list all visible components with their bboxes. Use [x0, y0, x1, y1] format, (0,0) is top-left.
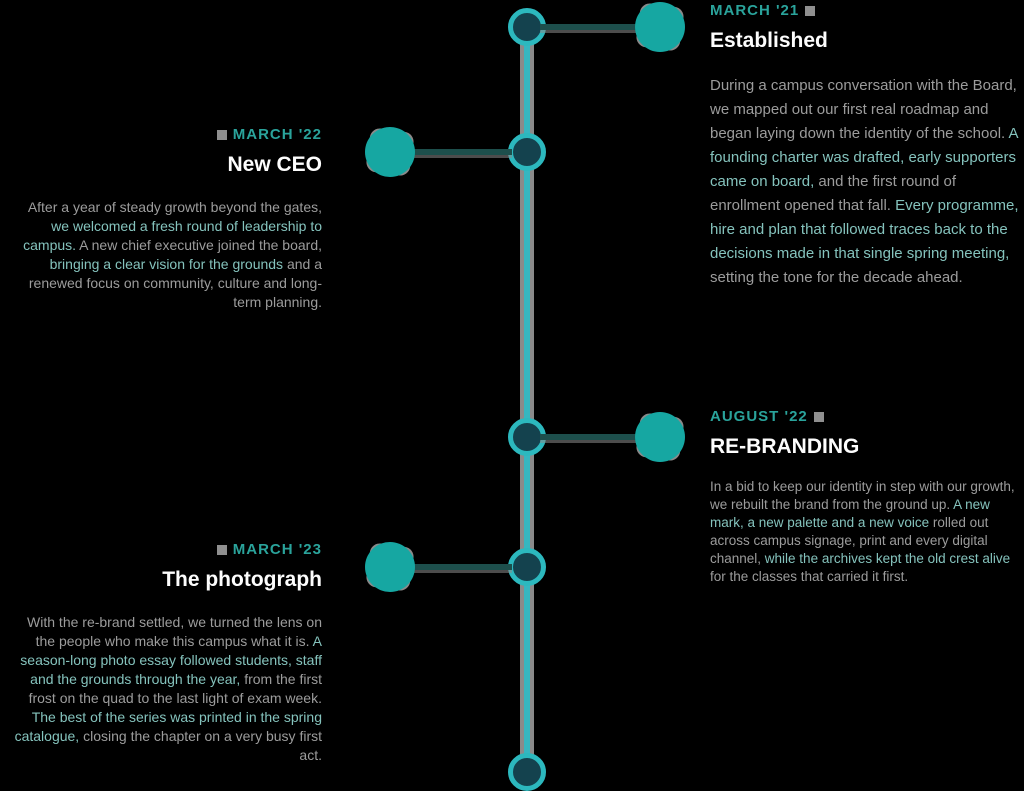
event-body: In a bid to keep our identity in step wi… — [710, 478, 1020, 586]
event-date-text: MARCH '23 — [232, 541, 322, 558]
body-text: With the re-brand settled, we turned the… — [27, 614, 322, 649]
date-decoration-square — [813, 412, 824, 423]
body-text: setting the tone for the decade ahead. — [710, 269, 963, 286]
timeline-node-5 — [508, 753, 546, 791]
connector-line — [412, 564, 512, 570]
body-text: During a campus conversation with the Bo… — [710, 77, 1017, 142]
body-text: from the first frost on the quad to the … — [28, 671, 322, 706]
timeline-event: MARCH '23 The photograph With the re-bra… — [8, 541, 322, 765]
event-body: During a campus conversation with the Bo… — [710, 74, 1020, 290]
event-date-text: MARCH '22 — [232, 126, 322, 143]
event-date: MARCH '23 — [8, 541, 322, 558]
event-title: Established — [710, 29, 828, 52]
event-body: With the re-brand settled, we turned the… — [8, 613, 322, 765]
timeline-event: MARCH '22 New CEO After a year of steady… — [8, 126, 322, 312]
body-link[interactable]: Every programme, hire and plan that foll… — [710, 197, 1019, 262]
body-link[interactable]: we welcomed a fresh round of leadership … — [23, 218, 322, 253]
event-date-text: AUGUST '22 — [710, 408, 808, 425]
body-text: A new chief executive joined the board, — [79, 237, 322, 253]
connector-line — [540, 24, 640, 30]
body-text: and a renewed focus on community, cultur… — [28, 256, 322, 310]
timeline-spine — [520, 27, 534, 773]
timeline-node-4 — [508, 548, 546, 586]
date-decoration-square — [216, 130, 227, 141]
event-date: AUGUST '22 — [710, 408, 1020, 425]
body-link[interactable]: A founding charter was drafted, early su… — [710, 125, 1018, 190]
body-text: In a bid to keep our identity in step wi… — [710, 479, 1015, 512]
body-link[interactable]: bringing a clear vision for the grounds — [49, 256, 287, 272]
event-circle-icon — [635, 412, 685, 462]
body-link[interactable]: The best of the series was printed in th… — [14, 709, 322, 744]
event-title: New CEO — [227, 153, 322, 176]
event-title: The photograph — [162, 568, 322, 591]
body-link[interactable]: while the archives kept the old crest al… — [764, 551, 1011, 566]
event-circle-icon — [365, 127, 415, 177]
event-circle-icon — [635, 2, 685, 52]
body-link[interactable]: A season-long photo essay followed stude… — [20, 633, 322, 687]
event-date: MARCH '21 — [710, 2, 1020, 19]
body-text: closing the chapter on a very busy first… — [83, 728, 322, 763]
date-decoration-square — [805, 6, 816, 17]
connector-line — [540, 434, 640, 440]
event-date: MARCH '22 — [8, 126, 322, 143]
date-decoration-square — [216, 545, 227, 556]
body-text: rolled out across campus signage, print … — [710, 515, 989, 566]
connector-line — [412, 149, 512, 155]
event-circle-icon — [365, 542, 415, 592]
timeline-event: MARCH '21 Established During a campus co… — [710, 2, 1020, 290]
timeline-event: AUGUST '22 RE-BRANDING In a bid to keep … — [710, 408, 1020, 586]
timeline-node-2 — [508, 133, 546, 171]
body-text: for the classes that carried it first. — [710, 569, 909, 584]
body-text: After a year of steady growth beyond the… — [27, 199, 322, 215]
event-body: After a year of steady growth beyond the… — [8, 198, 322, 312]
event-date-text: MARCH '21 — [710, 2, 800, 19]
event-title: RE-BRANDING — [710, 435, 860, 458]
body-link[interactable]: A new mark, a new palette and a new voic… — [710, 497, 990, 530]
body-text: and the first round of enrollment opened… — [710, 173, 956, 214]
